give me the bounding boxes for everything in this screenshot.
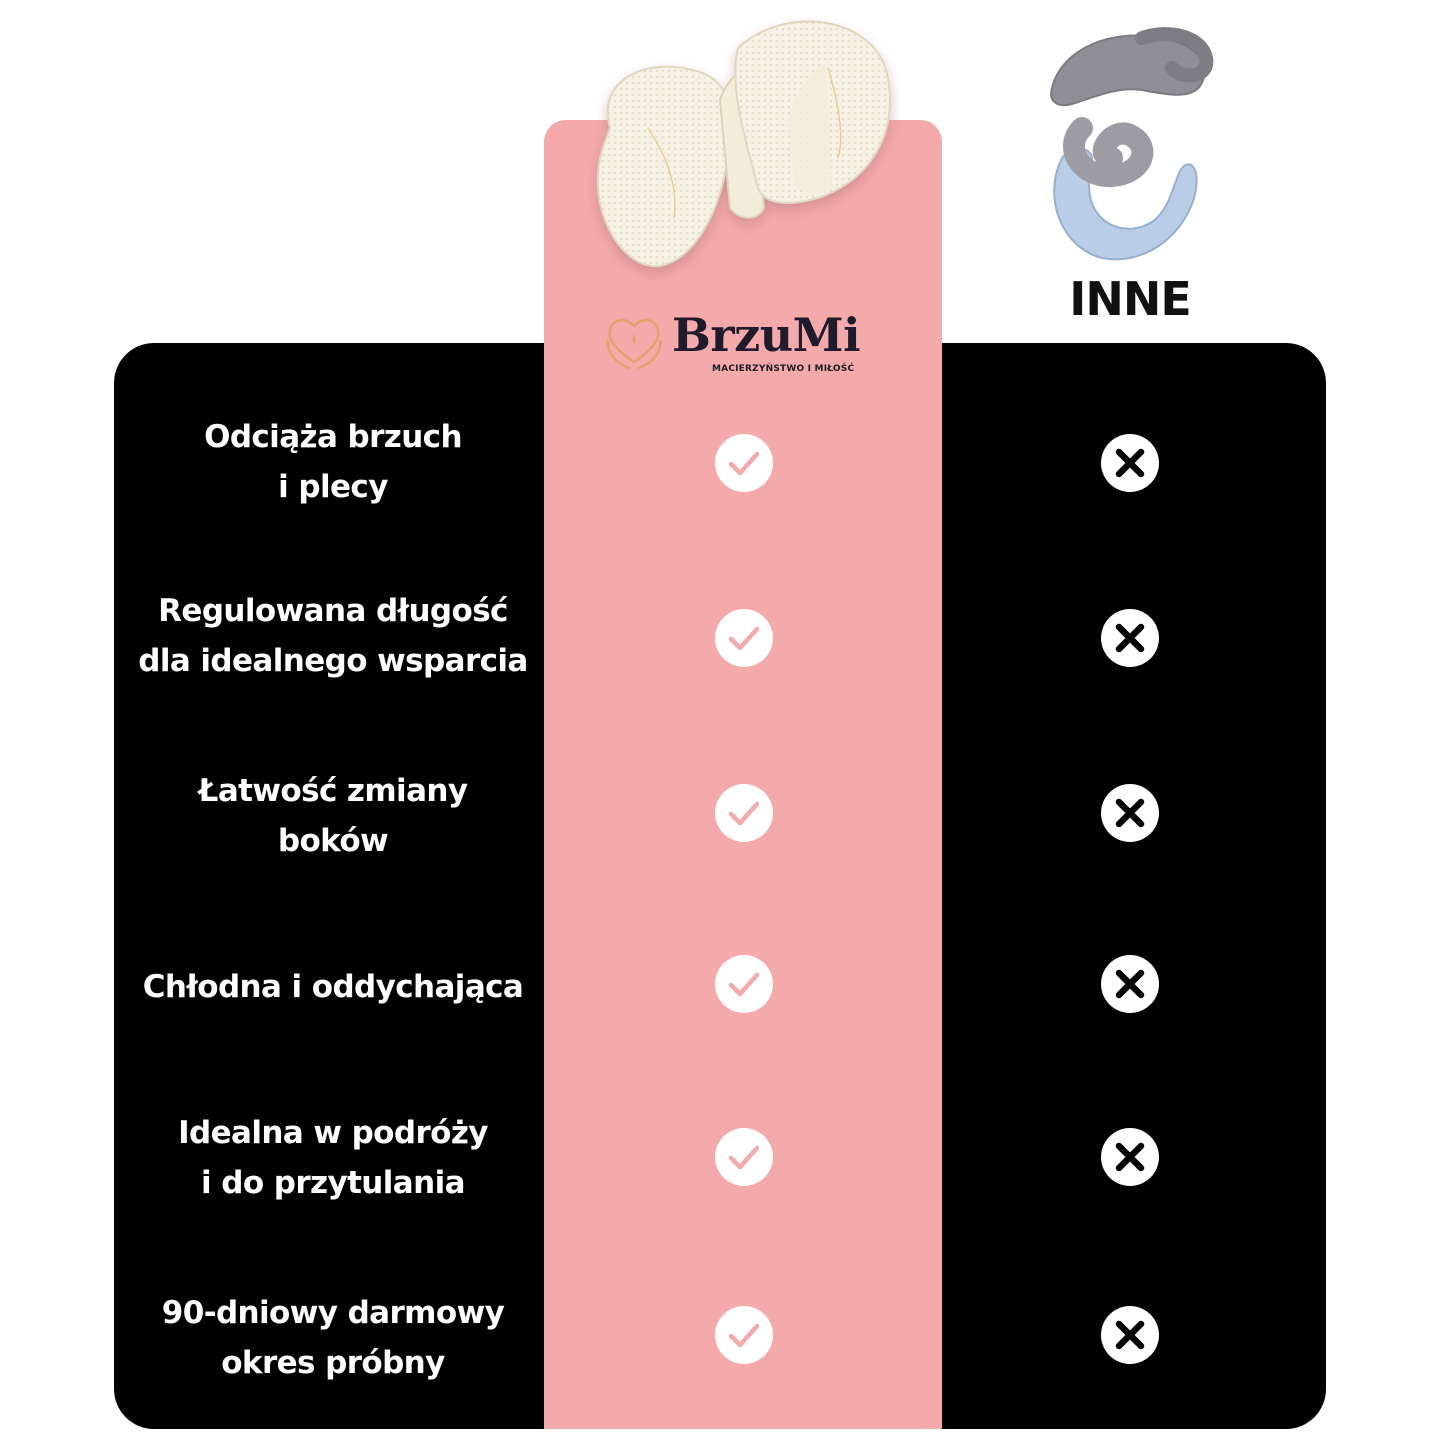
brand-tagline: MACIERZYŃSTWO I MIŁOŚĆ bbox=[712, 364, 855, 374]
check-circle-icon bbox=[715, 784, 773, 842]
check-circle-icon bbox=[715, 434, 773, 492]
brand-logo: BrzuMi MACIERZYŃSTWO I MIŁOŚĆ bbox=[602, 308, 862, 382]
check-circle-icon bbox=[715, 955, 773, 1013]
x-circle-icon bbox=[1101, 609, 1159, 667]
check-circle-icon bbox=[715, 1306, 773, 1364]
brand-name: BrzuMi bbox=[672, 308, 861, 362]
feature-label: Chłodna i oddychająca bbox=[142, 969, 524, 1005]
heart-hands-icon bbox=[606, 318, 662, 370]
x-circle-icon bbox=[1101, 1128, 1159, 1186]
check-circle-icon bbox=[715, 609, 773, 667]
competitor-pillows-image bbox=[1050, 27, 1214, 261]
x-circle-icon bbox=[1101, 955, 1159, 1013]
competitor-label: INNE bbox=[1069, 272, 1192, 326]
x-circle-icon bbox=[1101, 784, 1159, 842]
x-circle-icon bbox=[1101, 1306, 1159, 1364]
x-circle-icon bbox=[1101, 434, 1159, 492]
product-pillow-image bbox=[596, 20, 891, 268]
check-circle-icon bbox=[715, 1128, 773, 1186]
